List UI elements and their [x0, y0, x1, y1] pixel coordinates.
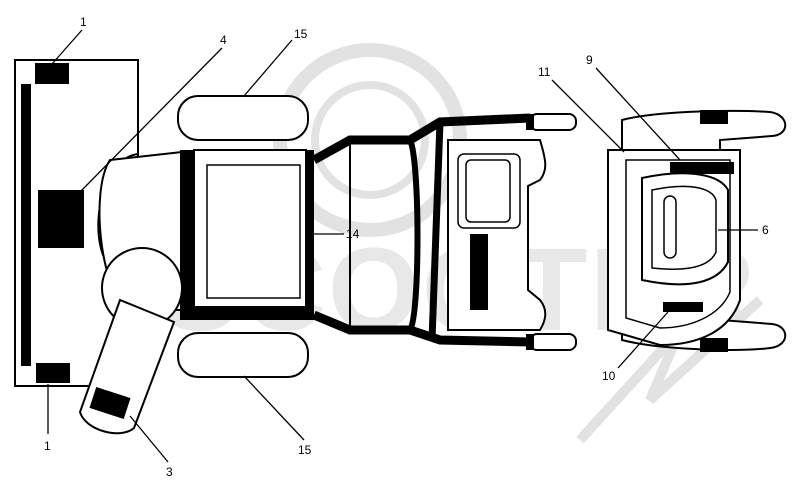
decal-9	[670, 162, 734, 174]
front-view	[607, 109, 787, 352]
callout-15-bottom: 15	[298, 443, 312, 457]
frame	[311, 113, 577, 351]
side-stripe-decal	[21, 84, 31, 366]
callout-3: 3	[166, 465, 173, 479]
callout-14: 14	[346, 227, 360, 241]
callout-10: 10	[602, 369, 616, 383]
front-cowl	[447, 139, 547, 331]
decal-1-bottom	[36, 363, 70, 383]
hinge-bottom	[700, 338, 728, 352]
callout-11: 11	[538, 65, 551, 79]
callout-6: 6	[762, 223, 769, 237]
decal-10	[663, 302, 703, 312]
decal-3	[89, 386, 131, 420]
callout-9: 9	[586, 53, 593, 67]
callout-4: 4	[220, 33, 227, 47]
hinge-top	[700, 110, 728, 124]
callout-1-top: 1	[80, 15, 87, 29]
storage-tube	[78, 247, 183, 435]
side-panels	[177, 95, 309, 378]
callout-labels: 1 4 15 11 9 6 14 10 15 1 3	[44, 15, 769, 479]
leader-lines	[47, 29, 758, 463]
callout-1-bottom: 1	[44, 439, 51, 453]
canopy	[180, 149, 314, 320]
callout-15-top: 15	[294, 27, 308, 41]
decal-1-top	[35, 63, 69, 84]
decal-4	[38, 190, 84, 248]
cowl-decal	[470, 234, 488, 310]
